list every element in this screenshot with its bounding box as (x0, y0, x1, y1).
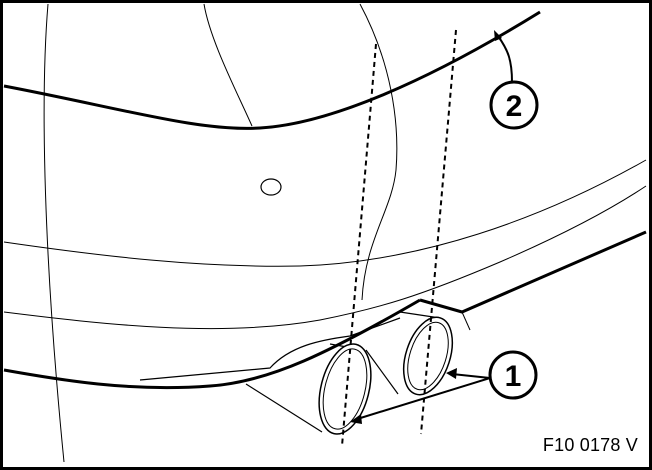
figure-id-label: F10 0178 V (542, 435, 638, 455)
callout-2-leader (497, 35, 513, 83)
bumper-upper-contour (3, 159, 647, 267)
exhaust-tailpipe-left (245, 343, 372, 435)
alignment-line-left (341, 43, 377, 447)
callout-1-leader-upper (451, 373, 491, 379)
callout-2: 2 (489, 80, 539, 130)
alignment-line-right (420, 29, 457, 435)
diffuser-panel (139, 317, 401, 381)
body-seam-left (43, 3, 65, 463)
callout-2-circle (489, 80, 539, 130)
body-seam-upper (203, 3, 253, 127)
trunk-lid-edge (3, 10, 541, 130)
bumper-mid-contour (3, 185, 647, 330)
callout-1-arrowhead-lower (350, 414, 362, 424)
callout-1: 1 (488, 350, 538, 400)
callout-2-label: 2 (506, 90, 523, 123)
callout-1-label: 1 (505, 360, 522, 393)
bumper-lower-edge-right (419, 230, 647, 314)
callout-2-arrowhead (494, 30, 502, 41)
callout-1-circle (488, 350, 538, 400)
reflector-marker (260, 178, 282, 196)
body-seam-right (359, 3, 398, 301)
bumper-lower-edge (3, 298, 421, 390)
callout-1-leader-lower (353, 377, 491, 421)
callout-1-arrowhead-upper (446, 368, 457, 379)
diffuser-edge (461, 311, 471, 331)
